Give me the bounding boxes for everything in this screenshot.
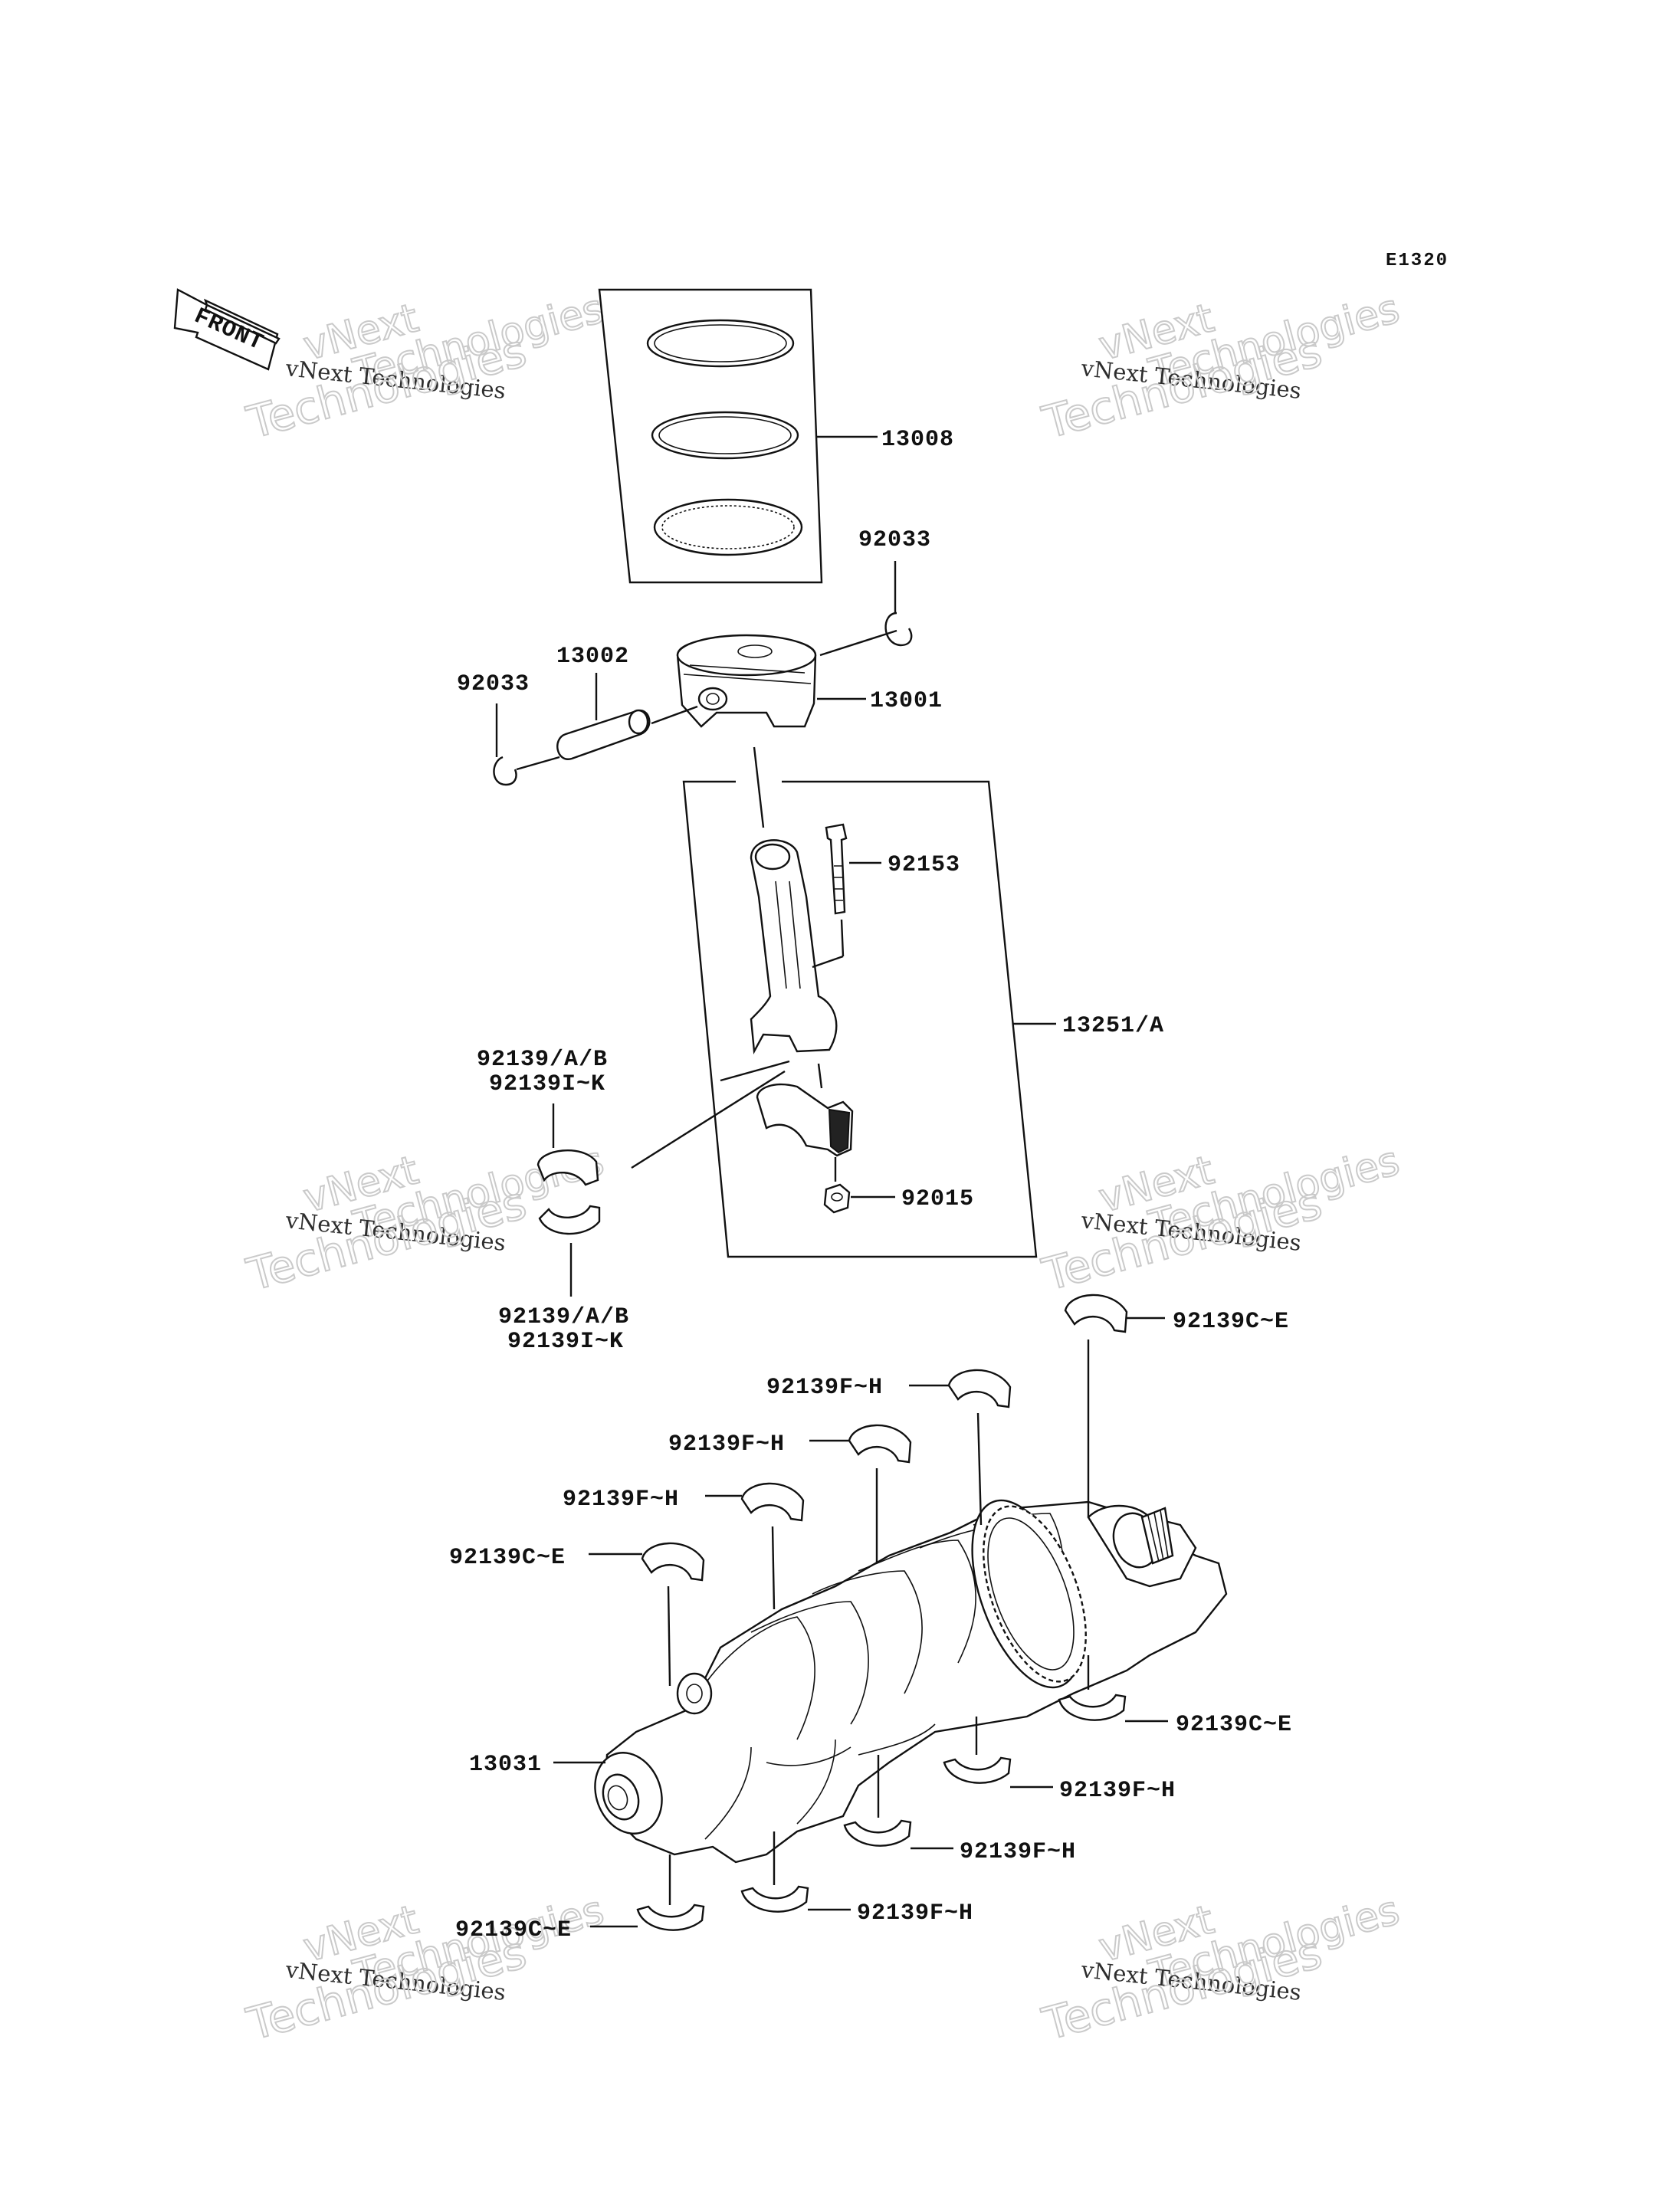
label-92139ce-top-5: 92139C~E: [449, 1545, 566, 1571]
front-arrow-icon: FRONT: [173, 288, 281, 371]
watermark-bottom-right: vNext Technologies vNext Technologies Te…: [1036, 1887, 1405, 2051]
main-bearings-bottom: 92139C~E 92139F~H 92139F~H 92139F~H 9213…: [455, 1655, 1292, 1943]
rod-bearings: 92139/A/B 92139I~K 92139/A/B 92139I~K: [477, 1047, 629, 1355]
label-13001: 13001: [870, 688, 943, 714]
label-13251a: 13251/A: [1062, 1013, 1164, 1039]
label-13008: 13008: [881, 427, 954, 453]
label-92139ce-bot-1: 92139C~E: [1176, 1712, 1292, 1738]
snap-ring-left: 92033: [457, 671, 560, 786]
label-92139ce-top-1: 92139C~E: [1173, 1309, 1289, 1335]
label-92139ab-lower: 92139/A/B: [498, 1304, 629, 1330]
watermark-top-right: vNext Technologies vNext Technologies Te…: [1036, 285, 1405, 450]
label-92139fh-top-4: 92139F~H: [563, 1487, 679, 1513]
piston: 13001: [676, 634, 943, 728]
watermark-bottom-left: vNext Technologies vNext Technologies Te…: [241, 1887, 609, 2051]
label-92139fh-top-3: 92139F~H: [668, 1431, 785, 1458]
diagram-code: E1320: [1386, 251, 1449, 271]
label-92139fh-bot-4: 92139F~H: [857, 1900, 973, 1926]
label-92033-left: 92033: [457, 671, 530, 697]
label-92153: 92153: [888, 852, 960, 878]
label-92139ce-bot-5: 92139C~E: [455, 1917, 572, 1943]
label-92015: 92015: [901, 1186, 974, 1212]
label-92033-right: 92033: [858, 527, 931, 553]
piston-ring-set: 13008: [598, 288, 954, 584]
watermark-mid-right: vNext Technologies vNext Technologies Te…: [1036, 1137, 1405, 1302]
piston-pin: 13002: [556, 644, 698, 760]
label-92139ik-upper: 92139I~K: [489, 1071, 605, 1097]
label-92139fh-bot-2: 92139F~H: [1059, 1778, 1176, 1804]
connecting-rod-group: 92153 92015 13251/A: [631, 746, 1164, 1258]
label-13031: 13031: [469, 1752, 542, 1778]
watermark-top-left: vNext Technologies vNext Technologies Te…: [241, 285, 609, 450]
label-13002: 13002: [556, 644, 629, 670]
label-92139ik-lower: 92139I~K: [507, 1329, 624, 1355]
label-92139ab-upper: 92139/A/B: [477, 1047, 608, 1073]
snap-ring-right: 92033: [819, 527, 931, 657]
crankshaft: 13031: [469, 1499, 1228, 1864]
label-92139fh-bot-3: 92139F~H: [960, 1839, 1076, 1865]
label-92139fh-top-2: 92139F~H: [766, 1375, 883, 1401]
main-bearings-top: 92139C~E 92139F~H 92139F~H 92139F~H 9213…: [449, 1294, 1289, 1687]
